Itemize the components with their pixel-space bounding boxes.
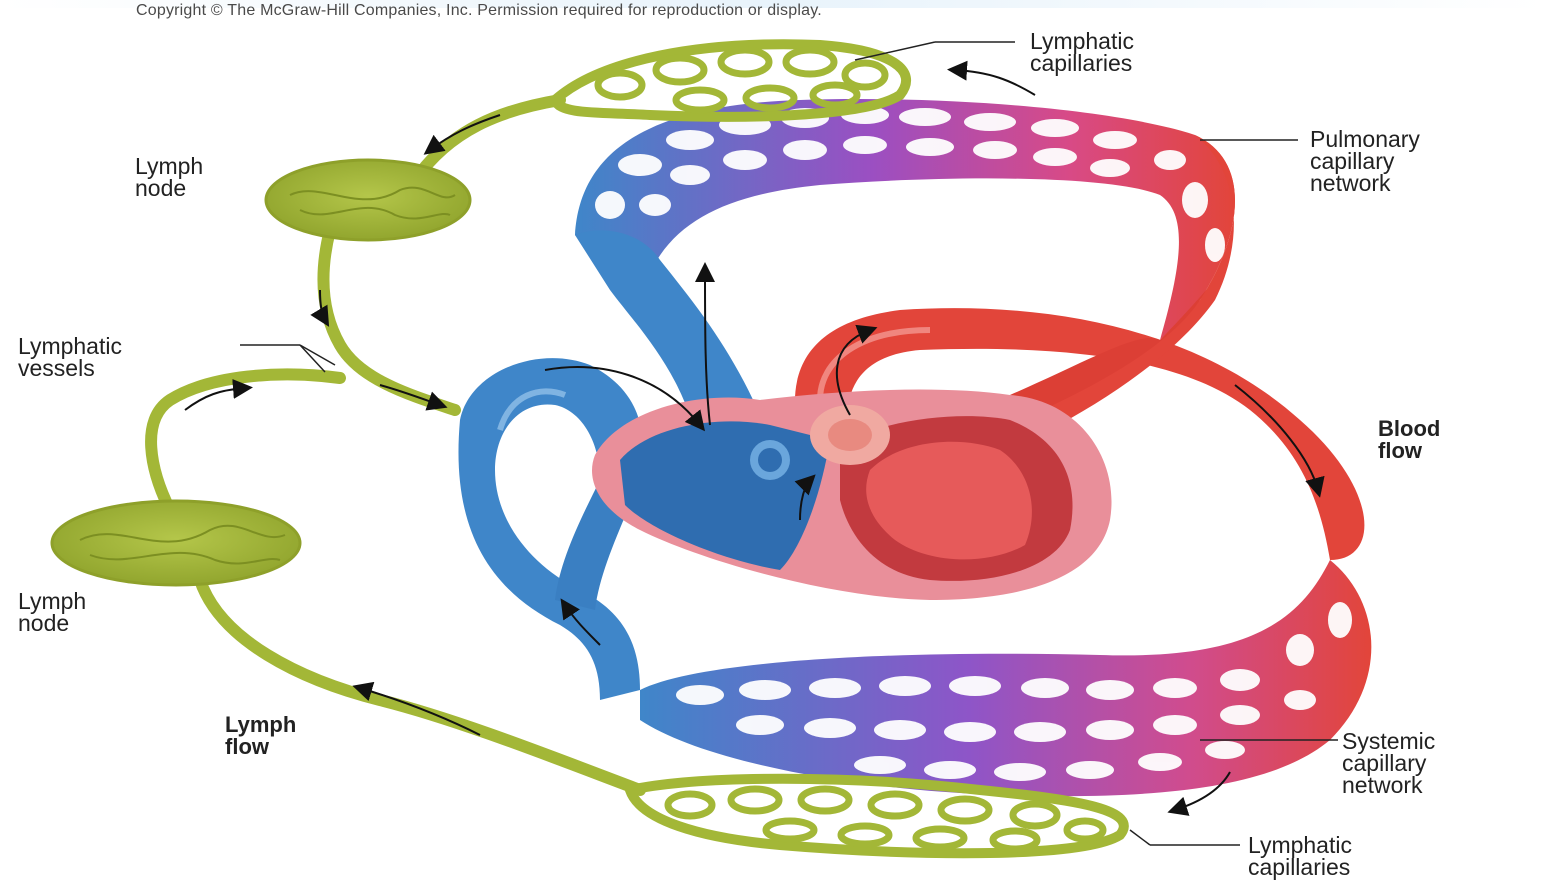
label-lymph-node-bottom: Lymph node: [18, 590, 86, 634]
systemic-capillary-network: [640, 560, 1371, 796]
lymph-node-top: [266, 160, 470, 240]
label-lymphatic-capillaries-top: Lymphatic capillaries: [1030, 30, 1134, 74]
label-pulmonary-capillary-network: Pulmonary capillary network: [1310, 128, 1420, 194]
label-lymphatic-vessels: Lymphatic vessels: [18, 335, 122, 379]
label-blood-flow: Blood flow: [1378, 418, 1440, 462]
label-lymph-flow: Lymph flow: [225, 714, 296, 758]
label-lymphatic-capillaries-bottom: Lymphatic capillaries: [1248, 834, 1352, 878]
lymph-node-bottom: [52, 501, 300, 585]
label-systemic-capillary-network: Systemic capillary network: [1342, 730, 1435, 796]
label-lymph-node-top: Lymph node: [135, 155, 203, 199]
heart: [592, 390, 1112, 600]
